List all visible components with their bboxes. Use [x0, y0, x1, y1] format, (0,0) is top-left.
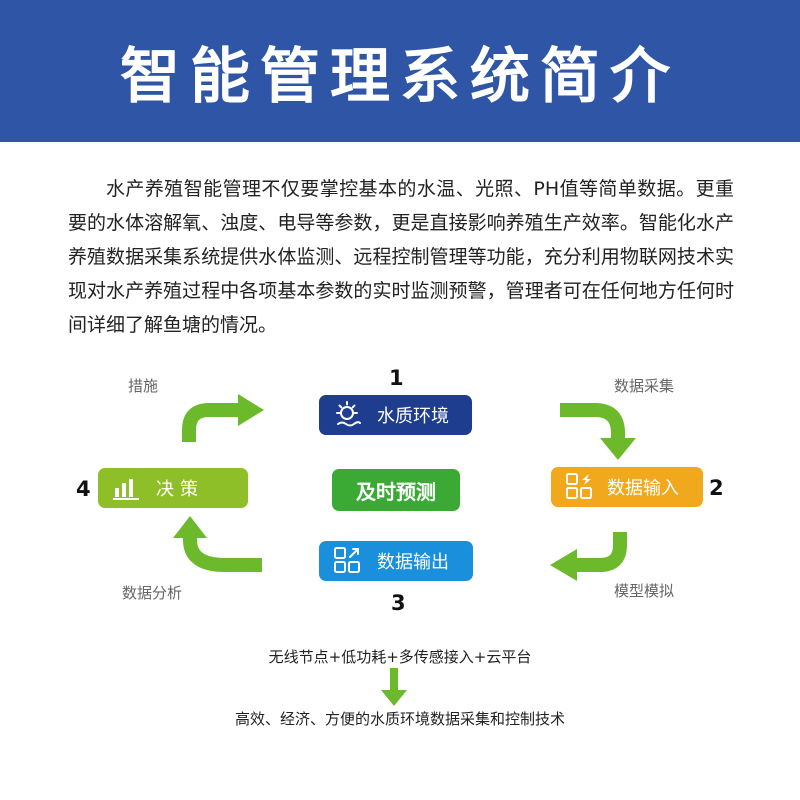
arrowhead-top-right: [600, 438, 636, 460]
bar-chart-icon: [112, 475, 142, 501]
center-prediction: 及时预测: [332, 469, 460, 511]
arrow-bottom-right: [575, 532, 627, 572]
grid-output-icon: [333, 546, 363, 576]
arrow-top-left: [182, 403, 240, 442]
step-water-environment: 水质环境: [319, 395, 472, 435]
step-number-1: 1: [389, 366, 404, 390]
tech-summary: 高效、经济、方便的水质环境数据采集和控制技术: [234, 710, 565, 728]
tech-formula: 无线节点+低功耗+多传感接入+云平台: [268, 648, 532, 666]
transition-label-measures: 措施: [128, 377, 159, 395]
arrowhead-bottom-right: [550, 549, 577, 581]
arrowhead-bottom-left: [173, 516, 207, 538]
transition-label-model-simulation: 模型模拟: [614, 582, 675, 600]
step-label: 决策: [156, 479, 204, 500]
page-title: 智能管理系统简介: [120, 41, 680, 112]
step-data-output: 数据输出: [319, 541, 473, 581]
transition-label-data-collection: 数据采集: [614, 377, 675, 395]
intro-paragraph: 水产养殖智能管理不仅要掌控基本的水温、光照、PH值等简单数据。更重要的水体溶解氧…: [68, 178, 734, 336]
step-label: 数据输出: [377, 552, 449, 573]
grid-input-icon: [565, 472, 595, 502]
step-label: 数据输入: [607, 478, 679, 499]
step-data-input: 数据输入: [551, 467, 703, 507]
arrowhead-bottom-down: [381, 690, 407, 706]
step-decision: 决策: [98, 468, 248, 508]
step-number-3: 3: [391, 591, 406, 615]
header-banner: 智能管理系统简介: [0, 0, 800, 142]
transition-label-data-analysis: 数据分析: [122, 584, 183, 602]
sun-water-icon: [333, 400, 363, 430]
arrow-top-right: [560, 403, 625, 440]
step-label: 水质环境: [377, 406, 449, 427]
step-number-2: 2: [709, 476, 724, 500]
arrowhead-top-left: [238, 394, 264, 426]
step-number-4: 4: [76, 477, 91, 501]
arrow-bottom-left: [183, 533, 262, 572]
